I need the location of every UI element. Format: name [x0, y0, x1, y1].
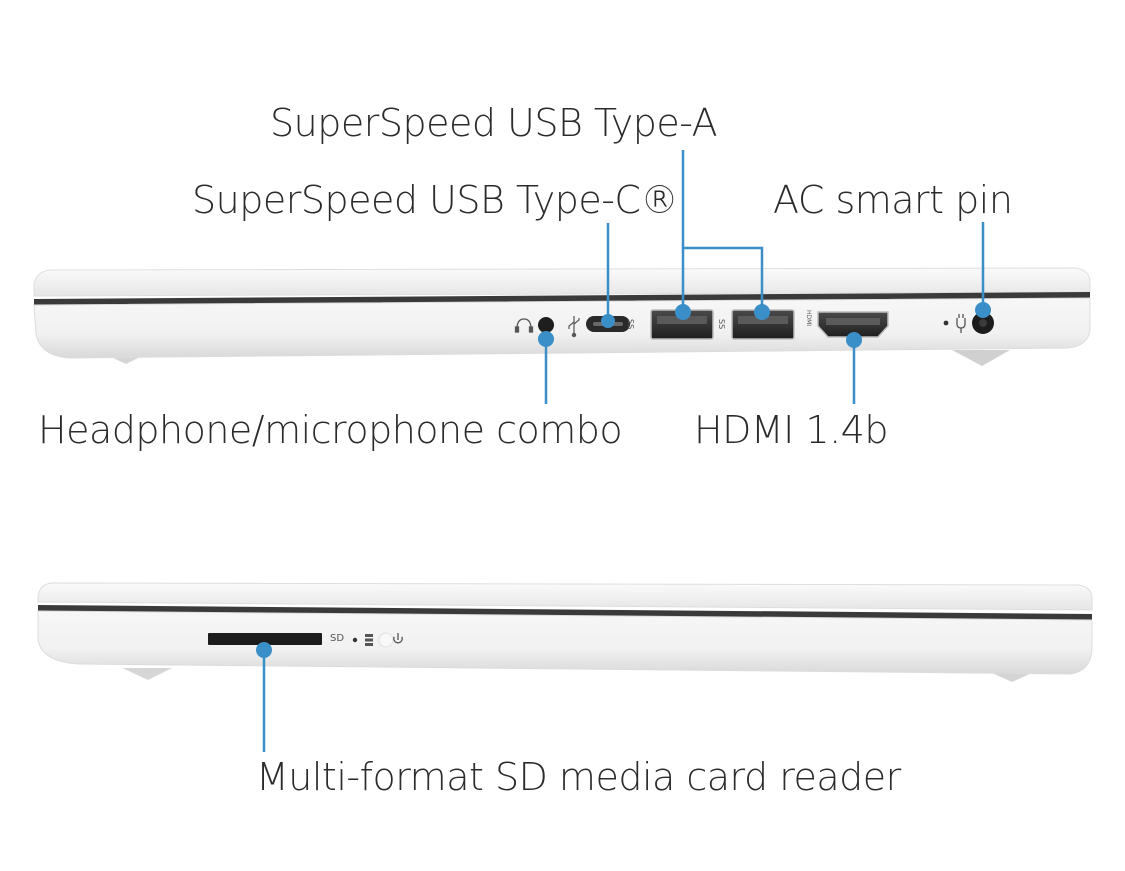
- led-indicator: [943, 320, 949, 326]
- headphone-jack: [538, 317, 554, 333]
- lid-seam: [34, 292, 1090, 305]
- base-body-2: [37, 610, 1093, 675]
- callout-dot-usb-a-2: [754, 304, 770, 320]
- label-headphone-combo: Headphone/microphone combo: [38, 408, 623, 452]
- usb-icon: [568, 316, 580, 338]
- label-ac-smart-pin: AC smart pin: [773, 178, 1013, 222]
- callout-dot-sd: [256, 642, 272, 658]
- foot-right: [952, 350, 1010, 366]
- foot-right-2: [990, 672, 1034, 682]
- callout-dot-usb-c: [601, 314, 615, 328]
- laptop-left-side: [33, 267, 1091, 366]
- hdmi-logo-marking: HDMI: [805, 310, 812, 327]
- usb-a-2-marking: SS: [717, 319, 726, 330]
- storage-activity-icon: [365, 634, 373, 646]
- base-body: [33, 297, 1091, 359]
- sd-marking: SD: [330, 633, 345, 644]
- laptop-right-side: [37, 582, 1093, 682]
- callout-dot-hdmi: [846, 332, 862, 348]
- label-hdmi: HDMI 1.4b: [694, 408, 888, 452]
- power-plug-icon: [956, 314, 966, 333]
- lid-body-2: [37, 582, 1093, 611]
- label-usb-type-c: SuperSpeed USB Type-C®: [192, 178, 678, 222]
- callout-lines: [262, 150, 985, 752]
- sd-led: [352, 637, 358, 643]
- sd-card-slot: [208, 633, 322, 645]
- power-button: [378, 632, 394, 648]
- foot-left-2: [122, 668, 172, 680]
- label-usb-type-a: SuperSpeed USB Type-A: [270, 101, 718, 145]
- usb-a-1-marking: SS: [626, 319, 635, 330]
- headphone-icon: [514, 318, 534, 333]
- callout-dot-usb-a-1: [675, 304, 691, 320]
- label-sd-card-reader: Multi-format SD media card reader: [256, 755, 901, 799]
- callout-dot-ac-pin: [975, 302, 991, 318]
- lid-body: [33, 267, 1091, 297]
- lid-seam-2: [38, 605, 1092, 620]
- callout-dots: [256, 302, 991, 658]
- callout-dot-headphone: [538, 331, 554, 347]
- power-icon: [393, 633, 403, 644]
